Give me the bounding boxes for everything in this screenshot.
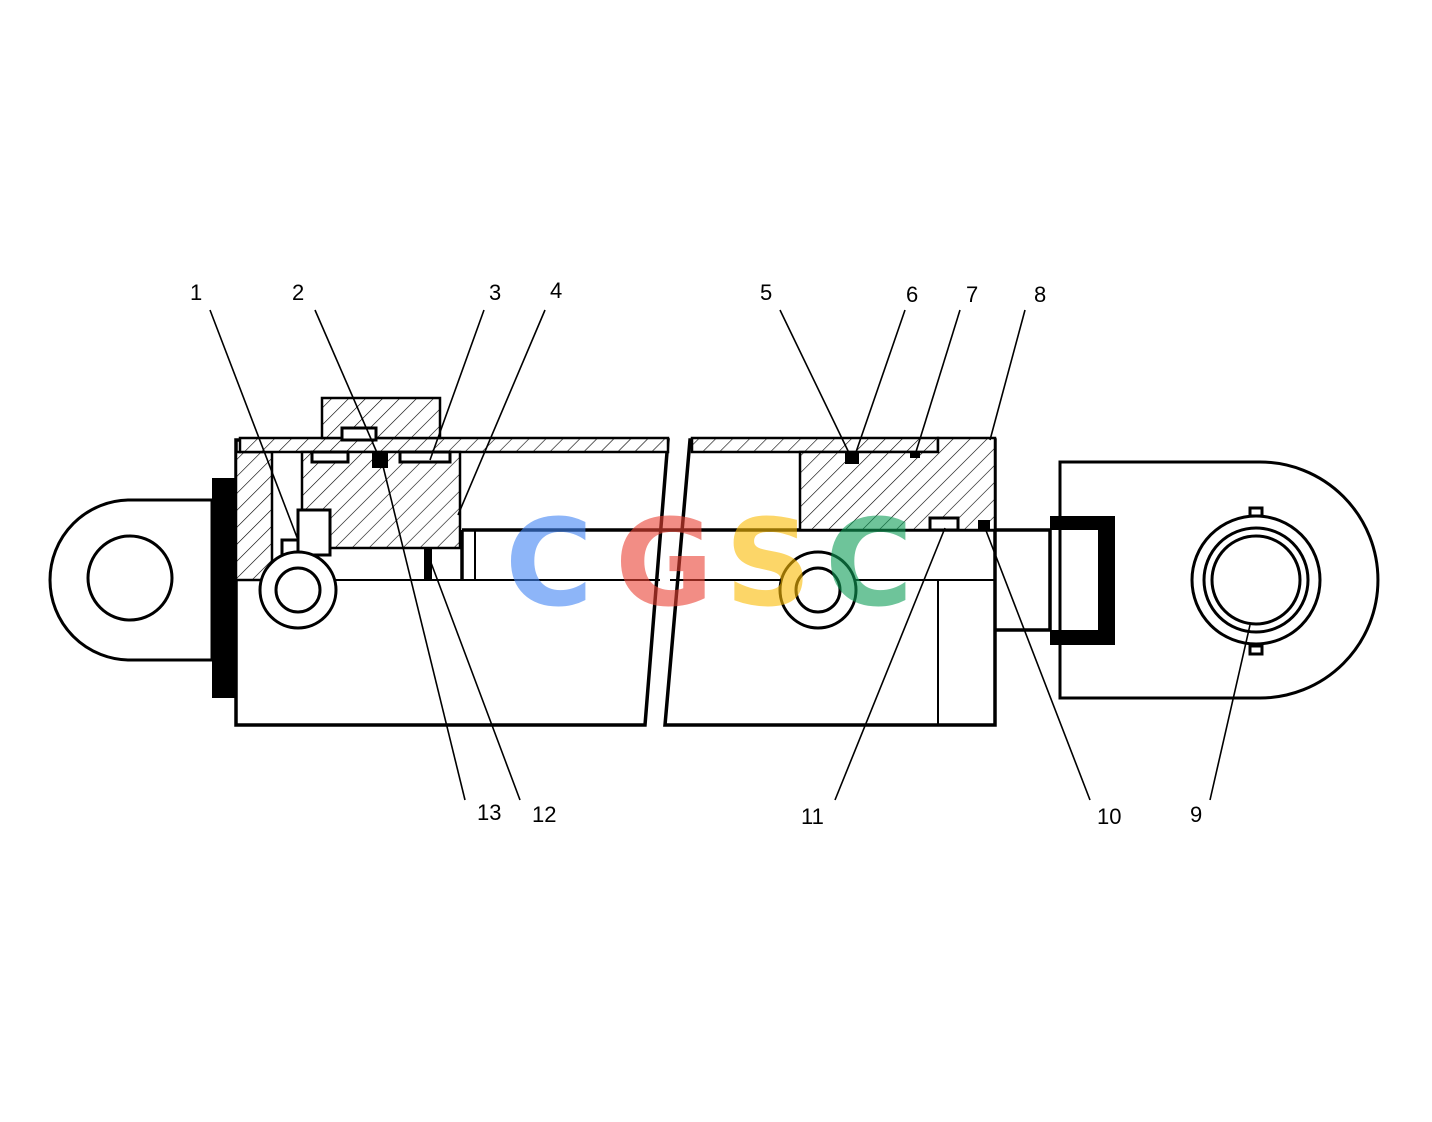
callout-10: 10	[1097, 804, 1121, 829]
leader-lines	[209, 309, 1251, 801]
callout-2: 2	[292, 280, 304, 305]
callout-1: 1	[190, 280, 202, 305]
watermark-logo: C G S C	[505, 495, 913, 634]
watermark-letter: G	[615, 495, 714, 634]
watermark-letter: C	[825, 495, 913, 634]
callout-11: 11	[801, 804, 824, 829]
port-boss	[320, 396, 442, 442]
callout-9: 9	[1190, 802, 1202, 827]
lower-ports	[258, 550, 858, 630]
gland-head	[798, 436, 997, 532]
rod-end-clevis	[1050, 460, 1380, 700]
callout-8: 8	[1034, 282, 1046, 307]
callout-6: 6	[906, 282, 918, 307]
rear-clevis-eye	[48, 478, 236, 698]
watermark-letter: C	[505, 495, 593, 634]
callout-7: 7	[966, 282, 978, 307]
piston-rod	[424, 528, 1052, 632]
barrel-wall	[238, 436, 670, 454]
barrel-wall-right	[690, 436, 940, 454]
callout-4: 4	[550, 278, 562, 303]
watermark-letter: S	[725, 495, 811, 634]
callout-labels: 1 2 3 4 5 6 7 8 9 10 11 12 13	[190, 278, 1202, 829]
callout-3: 3	[489, 280, 501, 305]
callout-13: 13	[477, 800, 501, 825]
callout-5: 5	[760, 280, 772, 305]
callout-12: 12	[532, 802, 556, 827]
